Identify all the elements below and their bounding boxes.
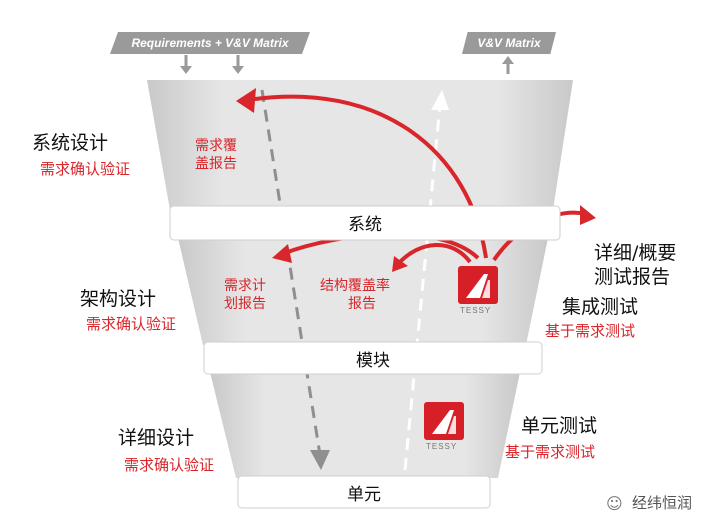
label-detail-design: 详细设计	[118, 427, 195, 449]
arrow-head-struct	[392, 256, 408, 272]
down-arrow-left-1	[180, 55, 192, 74]
funnel-band-unit	[210, 372, 520, 478]
tessy-logo-caption-2: TESSY	[426, 442, 458, 451]
arrow-head-detail	[580, 205, 596, 225]
label-arch-design-sub: 需求确认验证	[86, 315, 177, 333]
tag-requirements-matrix: Requirements + V&V Matrix	[110, 32, 310, 54]
tag-vv-matrix: V&V Matrix	[462, 32, 556, 54]
label-integration-test: 集成测试	[562, 296, 639, 318]
label-arch-design: 架构设计	[80, 288, 157, 310]
bar-system	[169, 205, 561, 241]
dashed-down-arrow	[260, 89, 330, 470]
arrow-head-coverage	[236, 88, 256, 113]
arrow-to-struct-report	[396, 243, 472, 266]
tag-requirements-label: Requirements + V&V Matrix	[131, 36, 289, 50]
tag-vv-label: V&V Matrix	[477, 36, 541, 50]
bar-unit	[237, 475, 491, 509]
tessy-logo-icon	[458, 266, 498, 304]
label-unit-sub: 基于需求测试	[505, 443, 596, 461]
label-detail-report-2: 测试报告	[594, 266, 671, 288]
tessy-logo-icon-2	[424, 402, 464, 440]
label-req-coverage-1: 需求覆	[195, 138, 237, 154]
label-req-coverage-2: 盖报告	[195, 156, 237, 172]
label-system-design: 系统设计	[32, 132, 109, 154]
label-unit-test: 单元测试	[521, 415, 598, 437]
funnel-band-module	[178, 238, 548, 345]
level-unit: 单元	[347, 485, 381, 505]
wechat-icon: ☺	[606, 494, 623, 513]
label-req-plan-2: 划报告	[224, 296, 266, 312]
level-module: 模块	[356, 351, 390, 371]
arrow-head-plan	[272, 244, 292, 263]
label-struct-cov-1: 结构覆盖率	[320, 278, 390, 294]
dashed-up-arrow	[403, 90, 449, 471]
label-req-plan-1: 需求计	[224, 278, 266, 294]
label-struct-cov-2: 报告	[348, 296, 376, 312]
label-detail-design-sub: 需求确认验证	[124, 456, 215, 474]
label-system-design-sub: 需求确认验证	[40, 160, 131, 178]
level-system: 系统	[348, 215, 382, 235]
label-integration-sub: 基于需求测试	[545, 322, 636, 340]
watermark: 经纬恒润	[632, 494, 693, 512]
up-arrow-right	[502, 56, 514, 74]
label-detail-report-1: 详细/概要	[594, 242, 677, 264]
tessy-logo-caption: TESSY	[460, 306, 492, 315]
bar-module	[203, 341, 543, 375]
down-arrow-left-2	[232, 55, 244, 74]
